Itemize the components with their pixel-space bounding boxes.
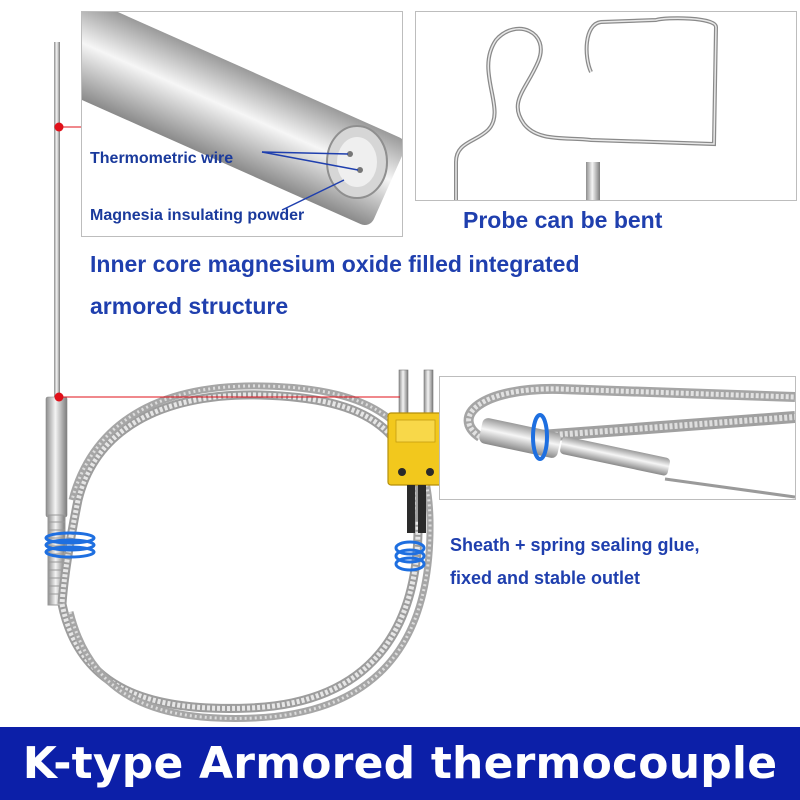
probe-rod [54, 42, 60, 397]
thermometric-wire-label: Thermometric wire [90, 150, 234, 167]
callout-dot-top [54, 122, 64, 132]
wire-tie-right [394, 540, 426, 572]
callout-dot-bottom [54, 392, 64, 402]
sheath-label-line1: Sheath + spring sealing glue, [450, 535, 700, 555]
wire-tie-left [44, 531, 96, 559]
probe-cross-section-image [82, 12, 402, 236]
title-banner [0, 727, 800, 800]
sheath-spring-image [440, 377, 795, 499]
braided-cable [57, 382, 434, 722]
inner-core-label-line2: armored structure [90, 293, 289, 319]
bent-probe-image [416, 12, 796, 200]
inner-core-label-line1: Inner core magnesium oxide filled integr… [90, 251, 580, 277]
bent-probe-photo [415, 11, 797, 201]
probe-bent-label: Probe can be bent [463, 207, 663, 233]
sheath-spring-photo [439, 376, 796, 500]
probe-sheath [45, 396, 68, 518]
magnesia-powder-label: Magnesia insulating powder [90, 207, 305, 224]
yellow-k-type-plug-icon [387, 369, 444, 533]
banner-title: K-type Armored thermocouple [22, 738, 778, 789]
callout-lines [54, 122, 400, 402]
cross-section-photo [81, 11, 403, 237]
sheath-label-line2: fixed and stable outlet [450, 568, 641, 588]
